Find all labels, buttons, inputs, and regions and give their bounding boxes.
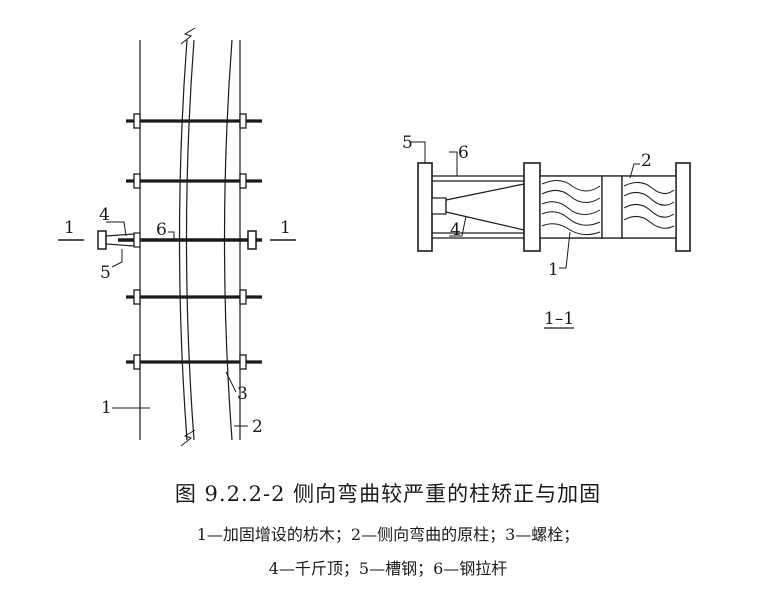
leader-3 — [225, 371, 237, 393]
section-timber — [539, 175, 603, 239]
column-grain — [623, 182, 675, 229]
section-leader-4 — [449, 215, 467, 237]
label-tie-rod: 6 — [156, 220, 167, 240]
section-label-jack: 4 — [450, 220, 461, 240]
section-title: 1–1 — [544, 309, 574, 329]
section-leader-5 — [410, 141, 426, 163]
figure-legend-line-2: 4—千斤顶；5—槽钢；6—钢拉杆 — [268, 559, 508, 578]
channel-steel-left — [97, 230, 107, 250]
section-spacer — [601, 175, 623, 239]
timber-grain — [541, 180, 601, 236]
bolt-row — [126, 119, 262, 364]
break-mark-top — [180, 27, 196, 45]
section-leader-2 — [629, 163, 640, 179]
jack-head — [133, 232, 141, 248]
section-label-timber: 1 — [548, 260, 559, 280]
section-leader-1 — [559, 231, 571, 269]
section-jack-body — [431, 197, 447, 215]
leader-6 — [168, 231, 175, 240]
section-label-left: 1 — [64, 218, 75, 238]
elevation-labels: 1 1 4 5 6 1 3 2 — [64, 205, 291, 437]
channel-steel-right — [247, 230, 257, 250]
leader-4 — [106, 221, 127, 237]
elevation-view — [58, 27, 296, 447]
section-channel-middle — [523, 162, 541, 252]
label-channel: 5 — [100, 263, 111, 283]
figure-diagram: 1 1 4 5 6 1 3 2 — [58, 27, 691, 447]
section-label-rod: 6 — [458, 143, 469, 163]
leader-5 — [111, 249, 123, 268]
bolt-nuts — [133, 113, 247, 370]
section-leader-6 — [449, 151, 458, 176]
label-column: 2 — [252, 417, 263, 437]
figure-legend-line-1: 1—加固增设的枋木；2—侧向弯曲的原柱；3—螺栓； — [196, 525, 580, 544]
section-label-channel: 5 — [402, 133, 413, 153]
section-channel-right — [675, 162, 691, 252]
section-label-column: 2 — [641, 151, 652, 171]
label-bolt: 3 — [237, 384, 248, 404]
section-label-right: 1 — [280, 218, 291, 238]
section-channel-left — [417, 162, 433, 252]
break-mark-bottom — [180, 429, 196, 447]
section-view — [410, 141, 691, 329]
section-labels: 5 6 2 4 1 1–1 — [402, 133, 652, 329]
label-timber: 1 — [101, 398, 112, 418]
label-jack: 4 — [99, 205, 110, 225]
figure-caption-title: 图 9.2.2-2 侧向弯曲较严重的柱矫正与加固 — [174, 482, 602, 506]
